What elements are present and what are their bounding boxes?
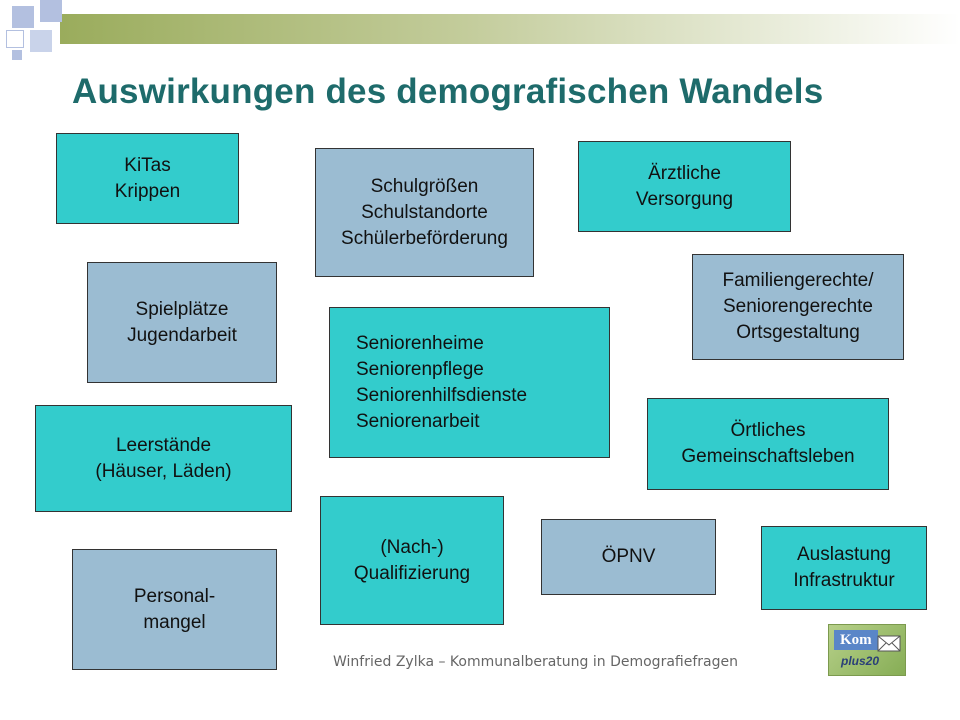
box-line: ÖPNV: [601, 546, 656, 567]
logo-word: Kom: [834, 630, 878, 650]
box-line: Leerstände: [115, 434, 212, 456]
box-gemeinschaftsleben: Örtliches Gemeinschaftsleben: [647, 398, 889, 490]
decor-square: [12, 50, 22, 60]
box-line: (Häuser, Läden): [95, 460, 232, 482]
header-banner: [60, 14, 960, 44]
box-line: Seniorenhilfsdienste: [356, 384, 528, 406]
envelope-icon: [877, 635, 901, 652]
box-oepnv: ÖPNV: [541, 519, 716, 595]
box-spielplaetze: Spielplätze Jugendarbeit: [87, 262, 277, 383]
box-aerztliche-versorgung: Ärztliche Versorgung: [578, 141, 791, 232]
box-line: Ärztliche: [648, 162, 721, 184]
box-line: Qualifizierung: [353, 562, 471, 584]
box-line: Seniorenheime: [356, 332, 484, 354]
box-line: Versorgung: [635, 188, 734, 210]
box-line: Seniorengerechte: [723, 296, 873, 317]
box-qualifizierung: (Nach-) Qualifizierung: [320, 496, 504, 625]
decor-square: [40, 0, 62, 22]
box-line: Krippen: [114, 180, 181, 202]
decor-square: [6, 30, 24, 48]
komplus20-logo: Kom plus20: [828, 624, 906, 676]
box-line: Schulstandorte: [361, 201, 488, 223]
box-line: Auslastung: [796, 544, 891, 565]
box-line: Familiengerechte/: [722, 270, 874, 291]
logo-subtext: plus20: [841, 654, 880, 668]
box-line: Ortsgestaltung: [736, 322, 860, 343]
box-line: mangel: [143, 611, 206, 633]
slide-title: Auswirkungen des demografischen Wandels: [72, 72, 824, 111]
box-kitas: KiTas Krippen: [56, 133, 239, 224]
box-personalmangel: Personal- mangel: [72, 549, 277, 670]
box-line: KiTas: [124, 154, 171, 176]
decor-square: [30, 30, 52, 52]
box-line: Gemeinschaftsleben: [681, 446, 855, 467]
box-auslastung: Auslastung Infrastruktur: [761, 526, 927, 610]
box-senioren: Seniorenheime Seniorenpflege Seniorenhil…: [329, 307, 610, 458]
box-line: Personal-: [133, 585, 216, 607]
box-line: Schülerbeförderung: [341, 227, 508, 249]
box-line: Seniorenarbeit: [356, 410, 480, 432]
box-line: Infrastruktur: [793, 570, 895, 591]
box-line: (Nach-): [380, 536, 444, 558]
box-familiengerecht: Familiengerechte/ Seniorengerechte Ortsg…: [692, 254, 904, 360]
box-line: Jugendarbeit: [127, 324, 237, 346]
decor-square: [12, 6, 34, 28]
box-leerstaende: Leerstände (Häuser, Läden): [35, 405, 292, 512]
box-line: Spielplätze: [135, 298, 229, 320]
slide-footer: Winfried Zylka – Kommunalberatung in Dem…: [333, 654, 738, 670]
box-schule: Schulgrößen Schulstandorte Schülerbeförd…: [315, 148, 534, 277]
box-line: Örtliches: [730, 420, 806, 441]
box-line: Seniorenpflege: [356, 358, 484, 380]
box-line: Schulgrößen: [370, 175, 479, 197]
